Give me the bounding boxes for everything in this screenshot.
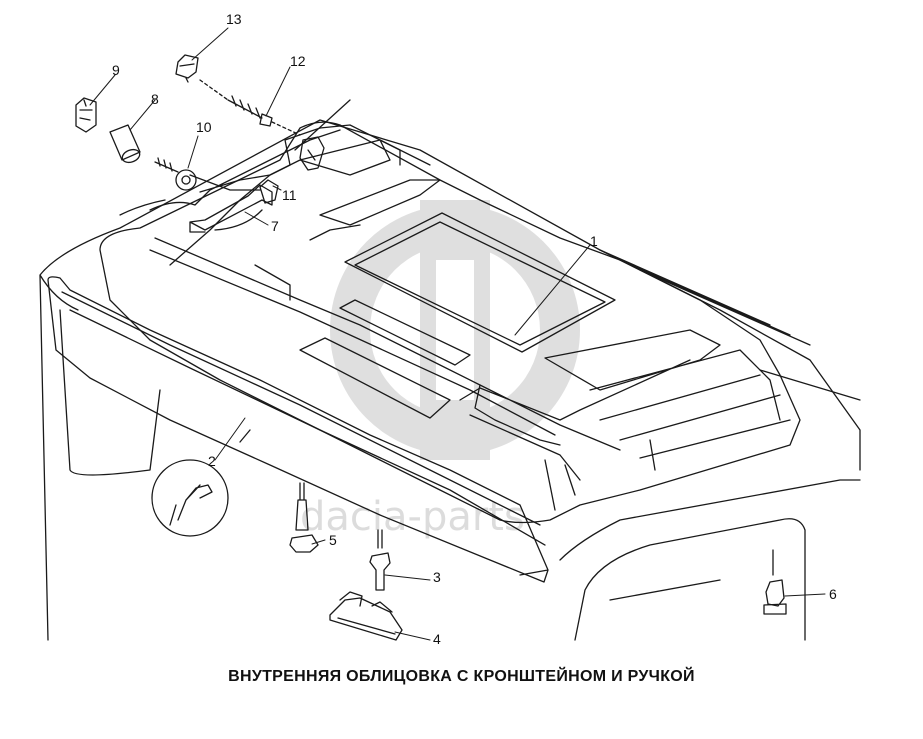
detail-inset-drawing [169, 484, 213, 526]
push-clip-3 [369, 529, 391, 591]
callout-2: 2 [208, 453, 216, 469]
callout-6: 6 [829, 586, 837, 602]
callout-9: 9 [112, 62, 120, 78]
headliner-rear-ledge [299, 124, 401, 176]
screw-12-axis [199, 79, 301, 136]
screw-10 [154, 157, 179, 173]
callout-7: 7 [271, 218, 279, 234]
plastic-rivet-5 [289, 482, 319, 553]
bushing-end [121, 148, 141, 164]
lamp-bracket-4 [329, 591, 403, 641]
retainer-clip-13 [175, 54, 199, 83]
grab-handle [189, 184, 273, 233]
callout-5: 5 [329, 532, 337, 548]
watermark-text: dacia-parts [300, 494, 525, 540]
callout-3: 3 [433, 569, 441, 585]
callout-4: 4 [433, 631, 441, 647]
watermark-logo: dacia-parts [300, 200, 580, 540]
spacer-bushing-8 [109, 124, 141, 161]
headliner-ribs [149, 179, 791, 511]
front-trim-strip [47, 276, 549, 583]
headliner-panel [99, 121, 801, 524]
screw-10-slot [181, 175, 191, 185]
callout-8: 8 [151, 91, 159, 107]
handle-wires [119, 99, 351, 216]
callout-1: 1 [590, 233, 598, 249]
detail-inset-circle [151, 459, 229, 537]
hook-11a [299, 136, 325, 171]
a-pillar-left [59, 309, 161, 476]
clip-nut-9 [75, 97, 97, 133]
screw-10-head [175, 169, 197, 191]
leader-lines [89, 27, 826, 641]
door-frame-right [559, 479, 861, 641]
diagram-caption: ВНУТРЕННЯЯ ОБЛИЦОВКА С КРОНШТЕЙНОМ И РУЧ… [228, 668, 695, 685]
sunroof-opening [344, 212, 616, 353]
roof-edge-right [599, 249, 861, 401]
callout-10: 10 [196, 119, 212, 135]
callout-11: 11 [282, 187, 297, 203]
callout-labels: 1 2 3 4 5 6 7 8 9 10 11 12 13 [112, 11, 837, 647]
rear-clip-6 [763, 549, 787, 615]
callout-13: 13 [226, 11, 242, 27]
long-screw-12 [227, 95, 273, 127]
hook-11b [259, 179, 279, 204]
callout-12: 12 [290, 53, 306, 69]
